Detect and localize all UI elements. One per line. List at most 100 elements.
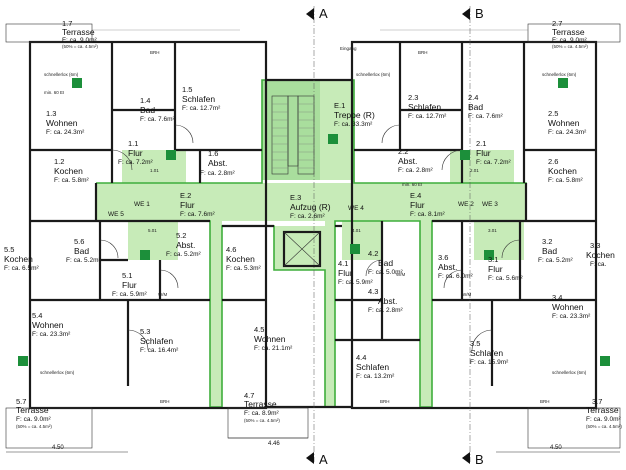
section-arrow-b-top	[462, 8, 470, 20]
room-2-1: 2.1 Flur F: ca. 7.2m²	[476, 139, 512, 166]
room-area: F: ca. 8.9m²	[244, 410, 280, 417]
room-name: Abst.	[398, 156, 417, 166]
room-name: Flur	[488, 264, 503, 274]
section-arrow-b-bottom	[462, 452, 470, 464]
room-area: F: ca. 16.4m²	[140, 347, 179, 354]
section-arrow-a-top	[306, 8, 314, 20]
section-label-a-bottom: A	[319, 452, 328, 467]
exit-sign-icon	[328, 134, 338, 144]
room-number: 4.4	[356, 353, 366, 362]
room-name: Aufzug (R)	[290, 202, 331, 212]
dim-mid: 4.46	[268, 441, 280, 447]
room-number: 4.5	[254, 325, 264, 334]
room-number: 2.3	[408, 93, 418, 102]
dimensions: 4.50 4.46 4.50	[6, 437, 620, 453]
room-1-6: 1.6 Abst. F: ca. 2.8m²	[200, 149, 236, 177]
room-name: Bad	[468, 102, 483, 112]
room-note: (50% = ca. 4.5m²)	[552, 44, 588, 49]
room-name: Wohnen	[552, 302, 584, 312]
exit-sign-icon	[18, 356, 28, 366]
room-number: 3.2	[542, 237, 552, 246]
room-5-1: 5.1 Flur F: ca. 5.9m²	[112, 271, 148, 298]
room-name: Flur	[410, 200, 425, 210]
dim-right: 4.50	[550, 445, 562, 451]
room-area: F: ca. 9.0m²	[62, 37, 98, 44]
room-e-3: E.3 Aufzug (R) F: ca. 2.6m²	[290, 193, 331, 220]
room-area: F: ca. 2.8m²	[200, 170, 236, 177]
room-4-7: 4.7 Terrasse F: ca. 8.9m² (50% = ca. 4.5…	[244, 391, 280, 423]
room-1-3: 1.3 Wohnen F: ca. 24.3m²	[46, 109, 85, 136]
room-3-4: 3.4 Wohnen F: ca. 23.3m²	[552, 293, 591, 320]
exit-sign-icon	[484, 250, 494, 260]
elevator-area	[274, 226, 326, 270]
fire-note: schnellerlox (6m)	[542, 72, 577, 77]
room-e-4: E.4 Flur F: ca. 8.1m²	[410, 191, 446, 218]
room-area: F: ca. 23.3m²	[32, 331, 71, 338]
room-1-5: 1.5 Schlafen F: ca. 12.7m²	[182, 85, 221, 112]
room-2-2: 2.2 Abst. F: ca. 2.8m²	[398, 147, 434, 174]
room-area: F: ca. 5.9m²	[338, 279, 374, 286]
room-area: F: ca. 6.5m²	[4, 265, 40, 272]
room-area: F: ca. 21.1m²	[254, 345, 293, 352]
room-labels: 1.7 Terrasse F: ca. 9.0m² (50% = ca. 4.5…	[4, 19, 622, 429]
room-number: 3.5	[470, 339, 480, 348]
room-number: 4.6	[226, 245, 236, 254]
room-area: F: ca. 2.8m²	[398, 167, 434, 174]
room-3-1: 3.1 Flur F: ca. 5.6m²	[488, 255, 524, 282]
door-code: 5.01	[148, 228, 157, 233]
fire-note: schnellerlox (6m)	[40, 370, 75, 375]
fire-note: min. 60 EI	[402, 182, 422, 187]
room-name: Bad	[378, 258, 393, 268]
room-name: Schlafen	[140, 336, 173, 346]
room-5-7: 5.7 Terrasse F: ca. 9.0m² (50% = ca. 4.5…	[16, 397, 52, 429]
exit-sign-icon	[350, 244, 360, 254]
unit-3-entry	[474, 220, 524, 260]
room-area: F: ca. 7.2m²	[476, 159, 512, 166]
fire-note: schnellerlox (6m)	[552, 370, 587, 375]
room-number: 5.5	[4, 245, 14, 254]
door-code: 4.01	[352, 228, 361, 233]
room-area: F: ca. 12.7m²	[408, 113, 447, 120]
room-number: 2.4	[468, 93, 478, 102]
door-code: 2.01	[470, 168, 479, 173]
room-area: F: ca. 23.3m²	[552, 313, 591, 320]
room-name: Kochen	[548, 166, 577, 176]
exit-sign-icon	[558, 78, 568, 88]
room-area: F: ca. 33.3m²	[334, 121, 373, 128]
room-1-2: 1.2 Kochen F: ca. 5.8m²	[54, 157, 90, 184]
room-number: 4.7	[244, 391, 254, 400]
room-5-3: 5.3 Schlafen F: ca. 16.4m²	[140, 327, 179, 354]
exit-sign-icon	[166, 150, 176, 160]
room-area: F: ca. 15.9m²	[470, 359, 509, 366]
room-name: Schlafen	[356, 362, 389, 372]
room-4-3: 4.3 Abst. F: ca. 2.8m²	[368, 287, 404, 314]
room-e-2: E.2 Flur F: ca. 7.6m²	[180, 191, 216, 218]
room-area: F: ca. 2.6m²	[290, 213, 326, 220]
wm-note: W/M	[462, 292, 471, 297]
room-area: F: ca.	[590, 261, 606, 268]
room-5-5: 5.5 Kochen F: ca. 6.5m²	[4, 245, 40, 272]
room-name: Kochen	[586, 250, 615, 260]
room-4-6: 4.6 Kochen F: ca. 5.3m²	[226, 245, 262, 272]
walls	[28, 40, 598, 410]
fire-note: min. 60 EI	[44, 90, 64, 95]
fire-note: schnellerlox (6m)	[356, 72, 391, 77]
room-note: (50% = ca. 4.5m²)	[62, 44, 98, 49]
room-number: 2.6	[548, 157, 558, 166]
room-area: F: ca. 5.9m²	[112, 291, 148, 298]
room-number: 3.3	[590, 241, 600, 250]
room-name: Kochen	[54, 166, 83, 176]
corridor-mid-leg	[325, 221, 335, 407]
room-area: F: ca. 5.2m²	[538, 257, 574, 264]
room-3-7: 3.7 Terrasse F: ca. 9.0m² (50% = ca. 4.5…	[586, 397, 622, 429]
room-4-4: 4.4 Schlafen F: ca. 13.2m²	[356, 353, 395, 380]
unit-label: WE 2	[458, 201, 474, 208]
room-name: Abst.	[378, 296, 397, 306]
room-4-2: 4.2 Bad F: ca. 5.0m²	[368, 249, 404, 276]
room-number: 1.3	[46, 109, 56, 118]
room-2-7: 2.7 Terrasse F: ca. 9.0m² (50% = ca. 4.5…	[552, 19, 588, 49]
room-1-7: 1.7 Terrasse F: ca. 9.0m² (50% = ca. 4.5…	[62, 19, 98, 49]
room-note: (50% = ca. 4.5m²)	[244, 418, 280, 423]
room-area: F: ca. 13.2m²	[356, 373, 395, 380]
room-number: 3.7	[592, 397, 602, 406]
